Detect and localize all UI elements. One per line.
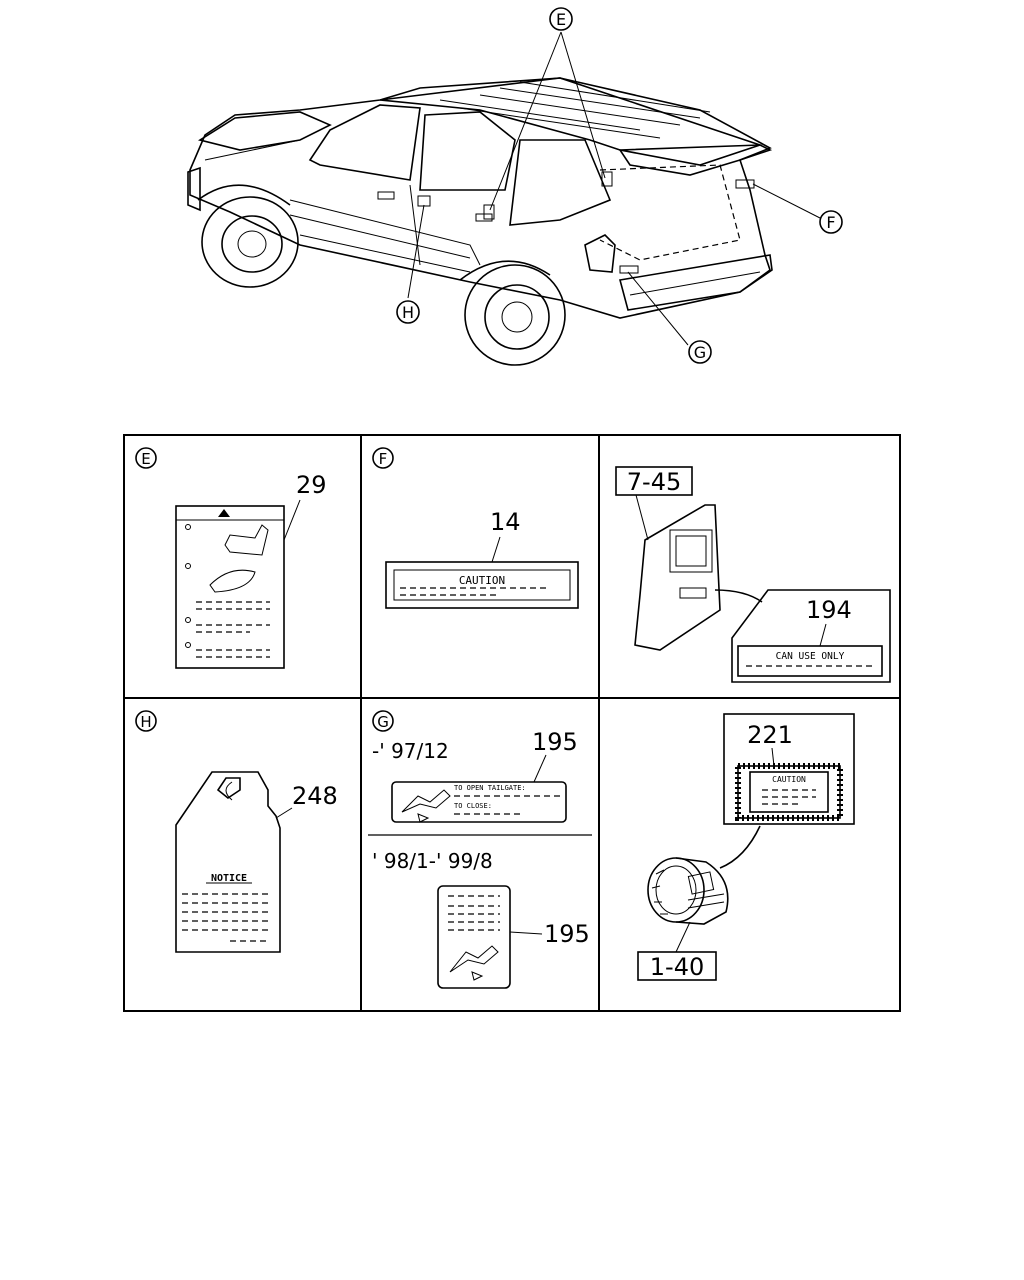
svg-text:NOTICE: NOTICE xyxy=(211,873,247,884)
panel-f: F 14 CAUTION xyxy=(372,447,579,609)
panel-trim: 7-45 194 CAN USE ONLY xyxy=(615,466,891,683)
svg-text:E: E xyxy=(556,10,566,29)
date-range-2: ' 98/1-' 99/8 xyxy=(372,849,493,873)
seat-fold-icon xyxy=(209,569,256,593)
vehicle-illustration xyxy=(187,31,821,366)
part-number-14: 14 xyxy=(490,508,521,536)
ref-7-45: 7-45 xyxy=(627,468,681,496)
svg-text:CAUTION: CAUTION xyxy=(459,574,505,587)
callout-g: G xyxy=(688,340,712,364)
panel-cap: 221 CAUTION 1-40 xyxy=(637,713,855,981)
can-use-only-label xyxy=(737,645,883,677)
panel-h: H 248 NOTICE xyxy=(135,710,338,953)
tailgate-hand-icon xyxy=(401,789,451,813)
part-number-195-b: 195 xyxy=(544,920,590,948)
panel-grid xyxy=(123,434,901,1012)
trim-panel xyxy=(634,504,721,651)
warning-triangle-icon xyxy=(218,509,230,517)
svg-text:G: G xyxy=(377,713,389,731)
caution-label xyxy=(385,561,579,609)
part-number-195-a: 195 xyxy=(532,728,578,756)
seat-warning-label xyxy=(175,505,285,669)
svg-text:H: H xyxy=(402,303,414,322)
tailgate-label-wide xyxy=(391,781,567,823)
callout-f: F xyxy=(819,210,843,234)
svg-text:TO OPEN TAILGATE:: TO OPEN TAILGATE: xyxy=(454,784,526,792)
callout-h: H xyxy=(396,300,420,324)
svg-text:G: G xyxy=(694,343,706,362)
svg-text:TO CLOSE:: TO CLOSE: xyxy=(454,802,492,810)
panel-e: E 29 xyxy=(135,447,327,669)
fuel-cap-illustration xyxy=(647,857,729,925)
cap-label-frame xyxy=(723,713,855,825)
svg-text:F: F xyxy=(379,450,388,468)
svg-text:E: E xyxy=(141,450,150,468)
seat-icon xyxy=(224,524,269,556)
callout-e: E xyxy=(549,7,573,31)
svg-text:H: H xyxy=(140,713,151,731)
part-number-221: 221 xyxy=(747,721,793,749)
tailgate-label-tall xyxy=(437,885,511,989)
svg-text:CAN USE ONLY: CAN USE ONLY xyxy=(776,651,845,662)
part-number-194: 194 xyxy=(806,596,852,624)
date-range-1: -' 97/12 xyxy=(372,739,449,763)
ref-1-40: 1-40 xyxy=(650,953,704,981)
part-number-29: 29 xyxy=(296,471,327,499)
panel-g: G -' 97/12 195 TO OPEN TAILGATE: TO CLOS… xyxy=(368,710,592,989)
tailgate-hand-icon-2 xyxy=(449,945,499,973)
svg-text:F: F xyxy=(826,213,835,232)
part-number-248: 248 xyxy=(292,782,338,810)
door-notice-tag xyxy=(175,771,281,953)
svg-text:CAUTION: CAUTION xyxy=(772,775,806,784)
